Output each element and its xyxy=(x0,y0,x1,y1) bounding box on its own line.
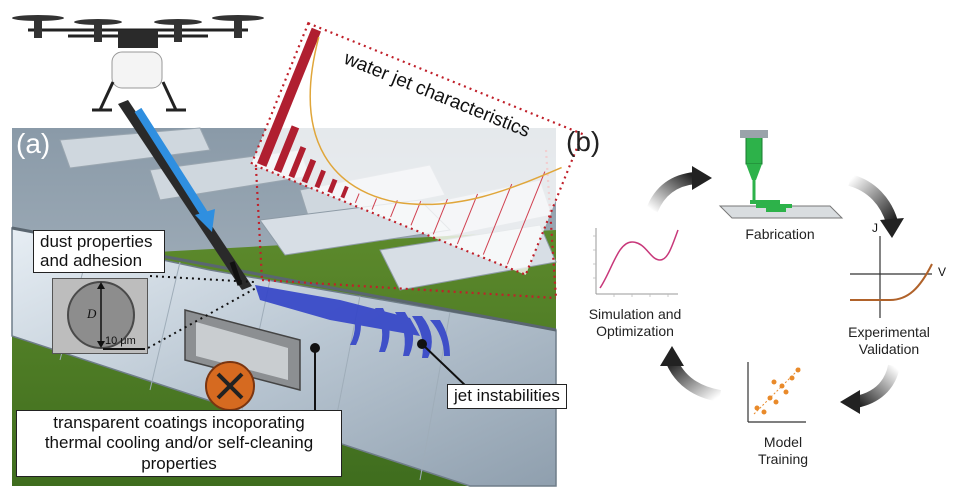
step-experimental-validation: Experimental Validation xyxy=(848,324,930,357)
step-fabrication: Fabrication xyxy=(745,226,815,242)
dust-particle-inset: D 10 μm xyxy=(52,278,148,354)
j-axis-label: J xyxy=(872,221,878,235)
jv-curve-icon xyxy=(850,236,933,318)
drone-image xyxy=(12,15,264,112)
scatter-plot-icon xyxy=(747,362,806,423)
jet-instabilities-callout: jet instabilities xyxy=(447,384,567,409)
simulation-plot-icon xyxy=(593,228,679,297)
cycle-arrow-bottom-left xyxy=(660,346,722,402)
dust-properties-callout: dust properties and adhesion xyxy=(33,230,165,274)
step-model-training: Model Training xyxy=(757,434,809,467)
cycle-graphics xyxy=(593,130,933,423)
printer-nozzle-icon xyxy=(718,130,844,219)
v-axis-label: V xyxy=(938,265,947,279)
panel-a-tag: (a) xyxy=(16,128,51,159)
scale-bar-label: 10 μm xyxy=(105,335,136,347)
cycle-arrow-top-left xyxy=(646,166,712,213)
spray-arrow xyxy=(118,100,252,290)
water-jet-zoom-box: water jet characteristics xyxy=(250,21,584,277)
coatings-callout: transparent coatings incoporating therma… xyxy=(16,410,342,478)
panel-a: water jet characteristics (a) dust prope… xyxy=(11,15,584,487)
step-simulation-optimization: Simulation and Optimization xyxy=(588,306,682,339)
panel-b-tag: (b) xyxy=(566,126,601,157)
cycle-arrow-top-right xyxy=(848,174,904,238)
diameter-symbol: D xyxy=(87,306,97,321)
panel-b: (b) xyxy=(560,110,955,488)
cycle-arrow-bottom-right xyxy=(840,364,900,414)
